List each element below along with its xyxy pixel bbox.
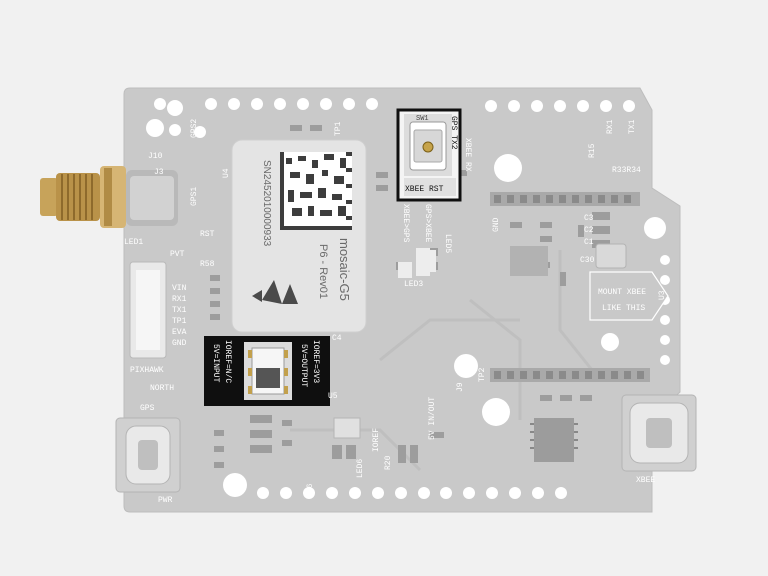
xbee-header-top (490, 192, 640, 206)
silk-r58: R58 (200, 260, 215, 269)
silk-j3: J3 (154, 168, 164, 177)
module-serial: SN2452010000933 (261, 160, 272, 247)
mosaic-logo-icon (252, 280, 298, 304)
silk-j10: J10 (148, 152, 163, 161)
sw1-bottom-label: XBEE RST (405, 185, 444, 194)
silk-u5: U5 (328, 392, 338, 401)
silk-tp2: TP2 (478, 367, 487, 382)
bottom-header-holes (257, 487, 567, 499)
xbee-header-bottom (490, 368, 650, 382)
mounting-holes (146, 98, 666, 497)
silk-ioref: IOREF (372, 428, 381, 452)
silk-gps2: GPS2 (190, 119, 199, 138)
silk-j9: J9 (456, 382, 465, 392)
silk-r33r34: R33R34 (612, 166, 641, 175)
silk-led6: LED6 (356, 459, 365, 478)
silk-tx1: TX1 (628, 119, 637, 134)
sw1-label: SW1 (416, 115, 429, 123)
jst-connector (129, 261, 167, 359)
voltage-right-2: 5V=OUTPUT (299, 344, 308, 387)
silk-5v-in-out: 5V IN/OUT (428, 397, 437, 440)
silk-pin-rx1: RX1 (172, 295, 187, 304)
datamatrix-code (280, 152, 352, 230)
ic-chip-usb (530, 418, 578, 462)
voltage-right-1: IOREF=3V3 (311, 340, 320, 383)
crystal-c30 (595, 243, 627, 269)
highlight-voltage-switch (204, 336, 330, 406)
silk-c4: C4 (332, 334, 342, 343)
silk-c36: C36 (306, 483, 315, 498)
silk-pin-gnd: GND (172, 339, 187, 348)
usb-c-left (115, 417, 181, 493)
silk-tp1: TP1 (334, 121, 343, 136)
silk-xbee-rx: XBEE RX (463, 138, 472, 172)
silk-gnd: GND (492, 217, 501, 232)
sma-connector-icon (40, 166, 178, 228)
silk-gps-xbee: GPS>XBEE (423, 204, 432, 243)
sw1-top-label: GPS TX2 (449, 116, 458, 150)
silk-u3: U3 (658, 290, 667, 300)
usb-c-right (621, 394, 697, 472)
module-brand: mosaic-G5 (337, 238, 352, 301)
silk-pwr: PWR (158, 496, 173, 505)
led-indicators (398, 248, 436, 278)
silk-r20: R20 (384, 455, 393, 470)
silk-xbee-gps: XBEE>GPS (401, 204, 410, 243)
silk-xbee-bottom: XBEE (636, 476, 655, 485)
silk-mount-xbee-2: LIKE THIS (602, 304, 645, 313)
silk-c30: C30 (580, 256, 595, 265)
top-header-holes (205, 98, 635, 112)
gnss-module (231, 139, 367, 333)
silk-led1: LED1 (124, 238, 143, 247)
silk-r15: R15 (588, 143, 597, 158)
module-part: P6 - Rev01 (317, 244, 329, 299)
silk-pvt: PVT (170, 250, 185, 259)
silk-pin-tp1: TP1 (172, 317, 187, 326)
silk-pixhawk: PIXHAWK (130, 366, 164, 375)
mount-xbee-outline (589, 271, 669, 321)
highlight-sw1-switch (396, 108, 462, 202)
silk-rst: RST (200, 230, 215, 239)
silk-mount-xbee-1: MOUNT XBEE (598, 288, 646, 297)
silk-pin-eva: EVA (172, 328, 187, 337)
silk-pin-vin: VIN (172, 284, 187, 293)
ic-chip-u2 (510, 246, 548, 276)
silk-gps1: GPS1 (190, 187, 199, 206)
silk-rx1: RX1 (606, 119, 615, 134)
silk-north: NORTH (150, 384, 174, 393)
voltage-left-1: IOREF=N/C (223, 340, 232, 383)
silk-led5: LED5 (443, 234, 452, 253)
silk-led3: LED3 (404, 280, 423, 289)
silk-c3: C3 (584, 214, 594, 223)
voltage-regulator (333, 417, 361, 439)
voltage-left-2: 5V=INPUT (211, 344, 220, 383)
silk-c2: C2 (584, 226, 594, 235)
silk-c1: C1 (584, 238, 594, 247)
silk-pin-tx1: TX1 (172, 306, 187, 315)
silk-u4: U4 (222, 168, 231, 178)
silk-gps: GPS (140, 404, 155, 413)
